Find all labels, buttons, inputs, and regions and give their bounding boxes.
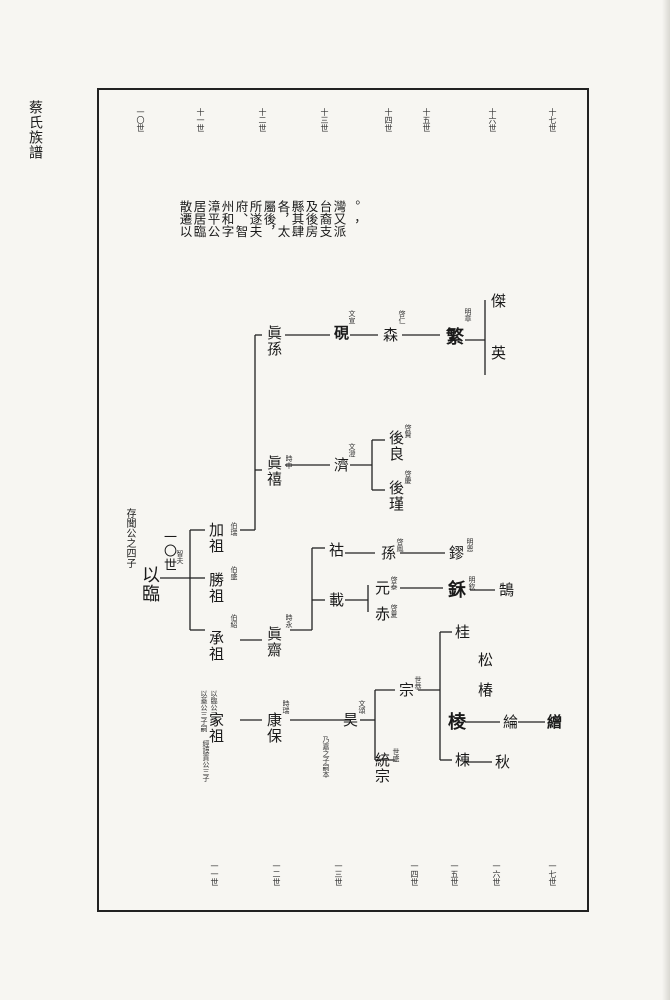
person-jia-zu-2: 家祖 bbox=[207, 712, 225, 744]
person-sen: 森 bbox=[381, 327, 399, 343]
gen-label-bottom-12: 一二世 bbox=[272, 862, 281, 886]
person-hou-liang-note: 啓賢 bbox=[404, 424, 412, 438]
person-yi-lin-note: 智夫 bbox=[176, 550, 184, 564]
person-jia-zu: 加祖 bbox=[207, 522, 225, 554]
person-hu-2: 鵠 bbox=[497, 582, 515, 598]
scan-edge-shadow bbox=[662, 0, 670, 1000]
person-kang-bao-note: 時瑞 bbox=[282, 700, 290, 714]
gen-label-10: 一〇世 bbox=[136, 108, 145, 132]
person-zhen-xi: 眞禧 bbox=[265, 455, 283, 487]
person-cheng-zu: 承祖 bbox=[207, 630, 225, 662]
desc-line-4: 州和字 bbox=[219, 200, 235, 238]
person-hou-jin-note: 啓慶 bbox=[404, 470, 412, 484]
gen-label-12: 十二世 bbox=[258, 108, 267, 132]
person-tong-zong: 統宗 bbox=[373, 752, 391, 784]
person-fan: 繁 bbox=[443, 327, 464, 346]
person-ying: 英 bbox=[489, 345, 507, 361]
person-zhen-zhai: 眞齋 bbox=[265, 626, 283, 658]
person-cheng-zu-note: 伯紹 bbox=[230, 614, 238, 628]
person-ji: 濟 bbox=[332, 457, 350, 473]
person-hao-note: 文頌 bbox=[358, 700, 366, 714]
person-yan-note: 文宣 bbox=[348, 310, 356, 324]
desc-line-3: 漳平公 bbox=[205, 200, 221, 238]
desc-line-9: 縣其肆 bbox=[289, 200, 305, 238]
desc-line-1: 散遷以 bbox=[177, 200, 193, 238]
person-zhen-xi-note: 時中 bbox=[285, 455, 293, 469]
gen-label-16: 十六世 bbox=[488, 108, 497, 132]
person-yan: 硯 bbox=[332, 325, 350, 341]
person-ji-note: 文澄 bbox=[348, 443, 356, 457]
person-chi-note: 啓夏 bbox=[390, 604, 398, 618]
person-cong: 鉌 bbox=[445, 580, 466, 599]
person-yi-lin-extra: 存聞公之四子 bbox=[124, 508, 135, 568]
person-zong: 宗 bbox=[397, 682, 415, 698]
person-sun-note: 啓鳳 bbox=[396, 538, 404, 552]
person-dong: 棟 bbox=[453, 752, 471, 768]
gen-label-bottom-15: 一五世 bbox=[450, 862, 459, 886]
desc-line-10: 及後房 bbox=[303, 200, 319, 238]
person-hui-note: 明恩 bbox=[466, 538, 474, 552]
person-hui: 鏐 bbox=[447, 545, 465, 561]
person-kang-bao: 康保 bbox=[265, 712, 283, 744]
person-hao-extra: 乃嘉之子嗣本 bbox=[322, 736, 330, 778]
person-lun: 綸 bbox=[501, 714, 519, 730]
person-gui: 桂 bbox=[453, 624, 471, 640]
person-fan-note: 明章 bbox=[464, 308, 472, 322]
gen-label-17: 十七世 bbox=[548, 108, 557, 132]
person-jia-zu-2-extra: 以蓋公三子嗣 bbox=[200, 690, 208, 732]
person-sheng-zu: 勝祖 bbox=[207, 572, 225, 604]
gen-label-14: 十四世 bbox=[384, 108, 393, 132]
person-left-note: 經謨貢公三子 bbox=[202, 740, 210, 782]
gen-label-bottom-11: 一一世 bbox=[210, 862, 219, 886]
gen-label-13: 十三世 bbox=[320, 108, 329, 132]
gen-label-bottom-14: 一四世 bbox=[410, 862, 419, 886]
gen-label-bottom-16: 一六世 bbox=[492, 862, 501, 886]
person-hou-jin: 後瑾 bbox=[387, 480, 405, 512]
person-hu: 祜 bbox=[327, 542, 345, 558]
person-zai: 載 bbox=[327, 592, 345, 608]
gen-label-15: 十五世 bbox=[422, 108, 431, 132]
person-yi-lin: 以臨 bbox=[139, 565, 160, 603]
person-ling: 棱 bbox=[445, 712, 466, 731]
person-sheng-zu-note: 伯盛 bbox=[230, 566, 238, 580]
person-chi: 赤 bbox=[373, 606, 391, 622]
person-jia-zu-note: 伯瑞 bbox=[230, 522, 238, 536]
person-zhen-zhai-note: 時永 bbox=[285, 614, 293, 628]
person-sun: 孫 bbox=[379, 545, 397, 561]
desc-line-13: 。 ， bbox=[345, 200, 361, 232]
person-tong-zong-note: 世盛 bbox=[392, 748, 400, 762]
person-zeng: 繒 bbox=[545, 714, 563, 730]
desc-line-12: 灣又派 bbox=[331, 200, 347, 238]
gen-label-bottom-13: 一三世 bbox=[334, 862, 343, 886]
gen-label-bottom-17: 一七世 bbox=[548, 862, 557, 886]
desc-line-5: 府、智 bbox=[233, 200, 249, 238]
person-yuan-note: 啓泰 bbox=[390, 576, 398, 590]
gen-label-11: 十一世 bbox=[196, 108, 205, 132]
document-side-title: 蔡氏族譜 bbox=[27, 100, 43, 160]
person-jie: 傑 bbox=[489, 293, 507, 309]
person-qiu: 秋 bbox=[493, 754, 511, 770]
person-cong-note: 明欽 bbox=[468, 576, 476, 590]
person-hao: 昊 bbox=[341, 712, 359, 728]
genealogy-frame bbox=[97, 88, 589, 912]
person-chun: 椿 bbox=[476, 682, 494, 698]
person-jia-zu-2-note: 以臨公三子 bbox=[210, 690, 218, 725]
person-hou-liang: 後良 bbox=[387, 430, 405, 462]
desc-line-7: 屬後， bbox=[261, 200, 277, 238]
person-yuan: 元 bbox=[373, 580, 391, 596]
migration-description: 散遷以 居居臨 漳平公 州和字 府、智 所遂夫 屬後， 各，太 縣其肆 及後房 … bbox=[177, 200, 361, 260]
desc-line-2: 居居臨 bbox=[191, 200, 207, 238]
desc-line-6: 所遂夫 bbox=[247, 200, 263, 238]
person-zhen-sun: 眞孫 bbox=[265, 325, 283, 357]
person-zong-note: 世恭 bbox=[414, 676, 422, 690]
desc-line-11: 台裔支 bbox=[317, 200, 333, 238]
person-song: 松 bbox=[476, 652, 494, 668]
person-yi-lin-gen: 一〇世 bbox=[161, 530, 176, 572]
desc-line-8: 各，太 bbox=[275, 200, 291, 238]
person-sen-note: 啓仁 bbox=[398, 310, 406, 324]
